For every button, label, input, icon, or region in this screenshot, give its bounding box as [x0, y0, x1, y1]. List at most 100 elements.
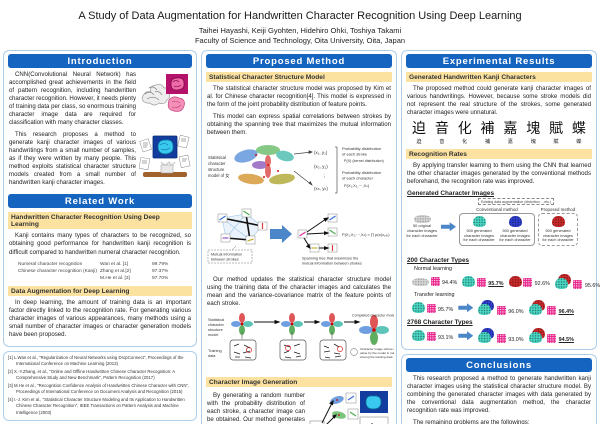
proposed-method-heading: Proposed Method — [206, 54, 392, 68]
rate-group: 94.5% — [528, 328, 574, 344]
related-sub1-heading: Handwritten Character Recognition Using … — [8, 212, 192, 230]
feature-point-1: (x₁, y₁) — [314, 150, 328, 155]
kanji-sample: 塊塊 — [526, 121, 541, 146]
svg-text:character: character — [208, 161, 226, 166]
svg-text:of each character: of each character — [342, 176, 374, 181]
legend-circle — [350, 348, 358, 357]
middle-column: Proposed Method Statistical Character St… — [201, 50, 408, 424]
results-paragraph-1: The proposed method could generate kanji… — [407, 85, 591, 117]
poster-authors: Taihei Hayashi, Keiji Gyohten, Hidehiro … — [198, 26, 402, 35]
table-cell-ref: Zhang et al.[2] — [100, 268, 131, 274]
mutual-info-label-box — [207, 249, 253, 264]
conclusions-paragraph-1: This research proposed a method to gener… — [407, 375, 591, 415]
svg-text:P(X) (kernel distribution): P(X) (kernel distribution) — [344, 159, 384, 163]
rate-group: 95.7% — [412, 302, 453, 314]
reference-3: [3] M.He et al., "Recognition Confidence… — [8, 383, 190, 395]
rate-group: 96.4% — [528, 300, 574, 316]
completed-model-flower — [359, 315, 389, 346]
results-paragraph-2: By applying transfer learning to them us… — [407, 162, 591, 186]
kanji-sample: 迫迫 — [412, 121, 426, 146]
method-paragraph-1: The statistical character structure mode… — [207, 85, 391, 109]
intro-paragraph-1: CNN(Convolutional Neural Network) has ac… — [9, 71, 136, 127]
table-row: M.He et al. [3] 97.70% — [18, 275, 188, 282]
table-cell-task — [18, 275, 100, 282]
fig3-left-label: Statistical — [208, 318, 224, 322]
generated-images-heading: Generated Character Images — [407, 190, 495, 198]
transfer-arrow-icon — [458, 331, 474, 341]
kanji-sample: 化化 — [457, 121, 472, 146]
blue-images-icon — [508, 216, 522, 228]
bracket — [335, 146, 338, 194]
reference-4: [4] I.-J. Kim et al., "Statistical Chara… — [8, 397, 185, 415]
svg-text:between strokes: between strokes — [211, 258, 239, 262]
conventional-images-2: 500 generated character images for each … — [499, 216, 531, 243]
method-sub2-heading: Character Image Generation — [206, 377, 392, 388]
generate-arrow-icon — [441, 222, 456, 232]
table-row: Numeral character recognition Wan et al.… — [18, 261, 188, 268]
svg-text:P(X₁,X₂,⋯,Xₙ): P(X₁,X₂,⋯,Xₙ) — [344, 183, 370, 188]
figure-structure-model: Statistical character structure model of… — [206, 141, 392, 204]
related-paragraph-1: Kanji contains many types of characters … — [9, 232, 191, 256]
tree-formula: P(X₁,X₂,⋯,Xₙ) ≈ ∏ p(xᵢ|xₚ₍ᵢ₎) — [342, 232, 390, 237]
fig3-training-label: Training — [208, 349, 222, 353]
svg-text:structure: structure — [208, 167, 225, 172]
stroke-sample-nodes — [330, 393, 359, 420]
rate-group: 95.7% — [462, 276, 504, 288]
experimental-results-panel: Experimental Results Generated Handwritt… — [401, 50, 600, 351]
conclusions-heading: Conclusions — [406, 358, 592, 373]
right-column: Experimental Results Generated Handwritt… — [401, 50, 600, 424]
augmentation-note: Existing data augmentation (distortion, … — [478, 198, 555, 206]
block-arrow — [270, 225, 292, 244]
poster-header: A Study of Data Augmentation for Handwri… — [0, 0, 600, 45]
normal-learning-label: Normal learning — [414, 266, 453, 273]
svg-text:mutual information between str: mutual information between strokes — [302, 262, 362, 266]
kanji-sample: 嘉嘉 — [503, 121, 518, 146]
related-paragraph-2: In deep learning, the amount of training… — [9, 299, 191, 339]
spanning-tree — [297, 213, 338, 253]
method-paragraph-3: Our method updates the statistical chara… — [207, 276, 391, 308]
mutual-info-label: Mutual information — [211, 253, 242, 257]
stroke-ellipse-cluster — [234, 145, 295, 185]
types2768-heading: 2768 Character Types — [407, 319, 473, 327]
svg-text:data: data — [208, 354, 216, 358]
table-cell-rate: 97.37% — [152, 268, 169, 274]
results-sub1-heading: Generated Handwritten Kanji Characters — [406, 72, 592, 82]
training-data-boxes — [229, 339, 347, 361]
generated-character-box — [359, 417, 389, 424]
table-cell-task: Numeral character recognition — [18, 261, 83, 267]
method-paragraph-4: By generating a random number with the p… — [207, 392, 305, 424]
rate-group: 94.4% — [412, 277, 457, 287]
figure-spanning-tree: Mutual information between strokes — [206, 206, 392, 273]
method-paragraph-2: This model can express spatial correlati… — [207, 113, 391, 137]
svg-text:structure: structure — [208, 328, 223, 332]
table-cell-rate: 97.70% — [152, 275, 169, 281]
left-column: Introduction CNN(Convolution — [3, 50, 197, 422]
legend-text: Character image whose evaluation — [360, 347, 394, 351]
svg-text:model of 女: model of 女 — [208, 172, 229, 179]
test-images-icon — [430, 277, 440, 287]
poster-title: A Study of Data Augmentation for Handwri… — [78, 10, 522, 22]
conventional-method: Conventional method 500 generated charac… — [459, 207, 535, 247]
reference-1: [1] L.Wan et al., "Regularization of Neu… — [8, 355, 184, 367]
related-work-heading: Related Work — [8, 194, 192, 209]
related-sub2-heading: Data Augmentation for Deep Learning — [8, 286, 192, 297]
svg-text:character: character — [208, 323, 225, 327]
table-row: Chinese character recognition (Kanji) Zh… — [18, 268, 188, 275]
kanji-sample: 蝶蝶 — [571, 121, 586, 146]
generated-kanji-row: 迫迫 音音 化化 補補 嘉嘉 塊塊 賦賦 蝶蝶 — [408, 121, 590, 145]
model-flower-2 — [281, 313, 303, 336]
recognition-rate-table: Numeral character recognition Wan et al.… — [18, 261, 188, 283]
rate-group: 93.1% — [412, 330, 453, 342]
feature-point-2: (x₂, y₂) — [314, 164, 328, 169]
svg-text:⋮: ⋮ — [322, 174, 327, 179]
completed-model-label: Completed character model — [352, 314, 394, 318]
kanji-sample: 音音 — [434, 121, 449, 146]
char-dist-label: Probability distribution — [342, 170, 381, 175]
reference-2: [2] X.-Y.Zhang, et al., "Online and Offl… — [8, 369, 175, 381]
generated-images-diagram: Existing data augmentation (distortion, … — [406, 198, 592, 253]
brain-papers-icon — [141, 74, 188, 112]
normal-learning-row: 94.4% 95.7% 92.6% 95.6% — [412, 274, 600, 290]
fig1-arrows — [293, 150, 313, 187]
svg-text:among the training data: among the training data — [360, 355, 393, 359]
brain-papers-illustration — [139, 72, 191, 121]
